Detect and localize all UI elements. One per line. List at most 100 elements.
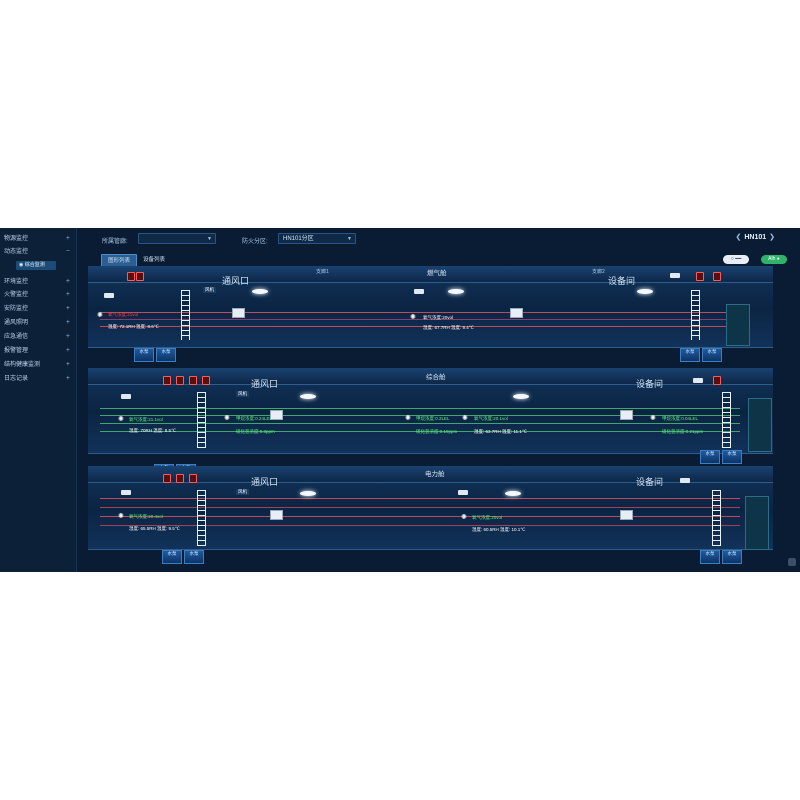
tab-graphic-list[interactable]: 图形列表 (101, 254, 138, 268)
sensor-box-icon[interactable] (232, 308, 245, 318)
sensor-box-icon[interactable] (620, 410, 633, 420)
sidebar-item-alarms[interactable]: 报警管理 + (4, 346, 74, 356)
alarm-light-icon[interactable] (713, 376, 721, 385)
sidebar-item-ventilation[interactable]: 通风照明+ (4, 318, 74, 328)
alarm-light-icon[interactable] (176, 474, 184, 483)
light-icon[interactable] (448, 289, 464, 294)
ladder (181, 290, 190, 340)
tab-device-list[interactable]: 设备列表 (143, 257, 166, 263)
camera-icon[interactable] (121, 394, 131, 399)
gas-sensor-icon[interactable]: ✺ (410, 314, 416, 321)
chevron-down-icon: ▼ (207, 236, 212, 242)
water-pump[interactable]: 水泵 (722, 450, 742, 464)
oxygen-readout: 氧气浓度:20vol (423, 315, 454, 320)
alarm-light-icon[interactable] (163, 376, 171, 385)
alarm-light-icon[interactable] (189, 474, 197, 483)
water-pump[interactable]: 水泵 (700, 450, 720, 464)
door[interactable] (726, 304, 750, 346)
door[interactable] (748, 398, 772, 452)
alarm-light-icon[interactable] (696, 272, 704, 281)
sidebar-item-communication[interactable]: 应急通信+ (4, 332, 74, 342)
light-icon[interactable] (300, 394, 316, 399)
expand-icon[interactable]: + (65, 319, 70, 326)
sensor-box-icon[interactable] (510, 308, 523, 318)
water-pump[interactable]: 水泵 (162, 550, 182, 564)
gas-sensor-icon[interactable]: ✺ (461, 514, 467, 521)
methane-sensor-icon[interactable]: ✺ (650, 415, 656, 422)
sidebar-item-resource[interactable]: 物源监控+ (4, 234, 74, 244)
h2s-readout: 硫化氢浓度:0.3ppm (236, 429, 275, 434)
camera-icon[interactable] (104, 293, 114, 298)
sidebar-item-label: 环境监控 (4, 279, 29, 285)
camera-icon[interactable] (458, 490, 468, 495)
sidebar: 物源监控+ 动态监控− ◉ 综合监测 环境监控 + 火警监控+ 安防监控+ 通风照… (0, 228, 77, 572)
area-select[interactable]: ▼ (138, 233, 216, 244)
sidebar-item-structure[interactable]: 结构健康监测+ (4, 360, 74, 370)
sensor-box-icon[interactable] (270, 510, 283, 520)
fan-tag[interactable]: 风机 (203, 287, 216, 293)
water-pump[interactable]: 水泵 (184, 550, 204, 564)
water-pump[interactable]: 水泵 (680, 348, 700, 362)
light-icon[interactable] (505, 491, 521, 496)
zone-select[interactable]: HN101分区▼ (278, 233, 356, 244)
light-icon[interactable] (513, 394, 529, 399)
collapse-icon[interactable]: − (65, 248, 70, 255)
sidebar-item-fire[interactable]: 火警监控+ (4, 290, 74, 300)
gas-sensor-icon[interactable]: ✺ (97, 312, 103, 319)
expand-icon[interactable]: + (65, 375, 70, 382)
light-icon[interactable] (300, 491, 316, 496)
camera-icon[interactable] (414, 289, 424, 294)
chevron-left-icon[interactable]: ❮ (735, 234, 742, 241)
water-pump[interactable]: 水泵 (700, 550, 720, 564)
sensor-box-icon[interactable] (620, 510, 633, 520)
gas-sensor-icon[interactable]: ✺ (118, 416, 124, 423)
alarm-light-icon[interactable] (189, 376, 197, 385)
fan-tag[interactable]: 风机 (236, 391, 249, 397)
expand-icon[interactable]: + (65, 361, 70, 368)
view-toggle-on[interactable]: Alh ● (761, 255, 787, 264)
alarm-light-icon[interactable] (176, 376, 184, 385)
water-pump[interactable]: 水泵 (156, 348, 176, 362)
alarm-light-icon[interactable] (163, 474, 171, 483)
sensor-box-icon[interactable] (270, 410, 283, 420)
pump-label: 水泵 (167, 551, 177, 556)
expand-icon[interactable]: + (65, 235, 70, 242)
door[interactable] (745, 496, 769, 550)
alarm-light-icon[interactable] (136, 272, 144, 281)
sidebar-item-label: 报警管理 (4, 348, 29, 354)
view-toggle-off[interactable]: ○ ━━ (723, 255, 749, 264)
camera-icon[interactable] (693, 378, 703, 383)
sidebar-item-dynamic[interactable]: 动态监控− (4, 247, 74, 257)
water-pump[interactable]: 水泵 (702, 348, 722, 362)
alarm-light-icon[interactable] (713, 272, 721, 281)
camera-icon[interactable] (680, 478, 690, 483)
expand-icon[interactable]: + (65, 347, 70, 354)
fan-tag[interactable]: 风机 (236, 489, 249, 495)
camera-icon[interactable] (670, 273, 680, 278)
camera-icon[interactable] (121, 490, 131, 495)
light-icon[interactable] (252, 289, 268, 294)
light-icon[interactable] (637, 289, 653, 294)
corner-tool-icon[interactable] (788, 558, 796, 566)
sidebar-subitem-label: 综合监测 (24, 262, 45, 268)
sidebar-item-security[interactable]: 安防监控+ (4, 304, 74, 314)
water-pump[interactable]: 水泵 (134, 348, 154, 362)
water-pump[interactable]: 水泵 (722, 550, 742, 564)
gas-sensor-icon[interactable]: ✺ (118, 513, 124, 520)
eye-icon: ◉ (19, 262, 25, 268)
alarm-light-icon[interactable] (202, 376, 210, 385)
chevron-right-icon[interactable]: ❯ (769, 234, 775, 241)
gas-sensor-icon[interactable]: ✺ (462, 415, 468, 422)
pump-label: 水泵 (705, 451, 715, 456)
expand-icon[interactable]: + (65, 278, 70, 285)
sidebar-item-environment[interactable]: 环境监控 + (4, 277, 74, 287)
expand-icon[interactable]: + (65, 305, 70, 312)
sidebar-subitem-overview[interactable]: ◉ 综合监测 (16, 261, 56, 270)
expand-icon[interactable]: + (65, 333, 70, 340)
methane-sensor-icon[interactable]: ✺ (405, 415, 411, 422)
methane-sensor-icon[interactable]: ✺ (224, 415, 230, 422)
expand-icon[interactable]: + (65, 291, 70, 298)
sidebar-item-logs[interactable]: 日志记录+ (4, 374, 74, 384)
alarm-light-icon[interactable] (127, 272, 135, 281)
monitoring-app: 物源监控+ 动态监控− ◉ 综合监测 环境监控 + 火警监控+ 安防监控+ 通风照… (0, 228, 800, 572)
